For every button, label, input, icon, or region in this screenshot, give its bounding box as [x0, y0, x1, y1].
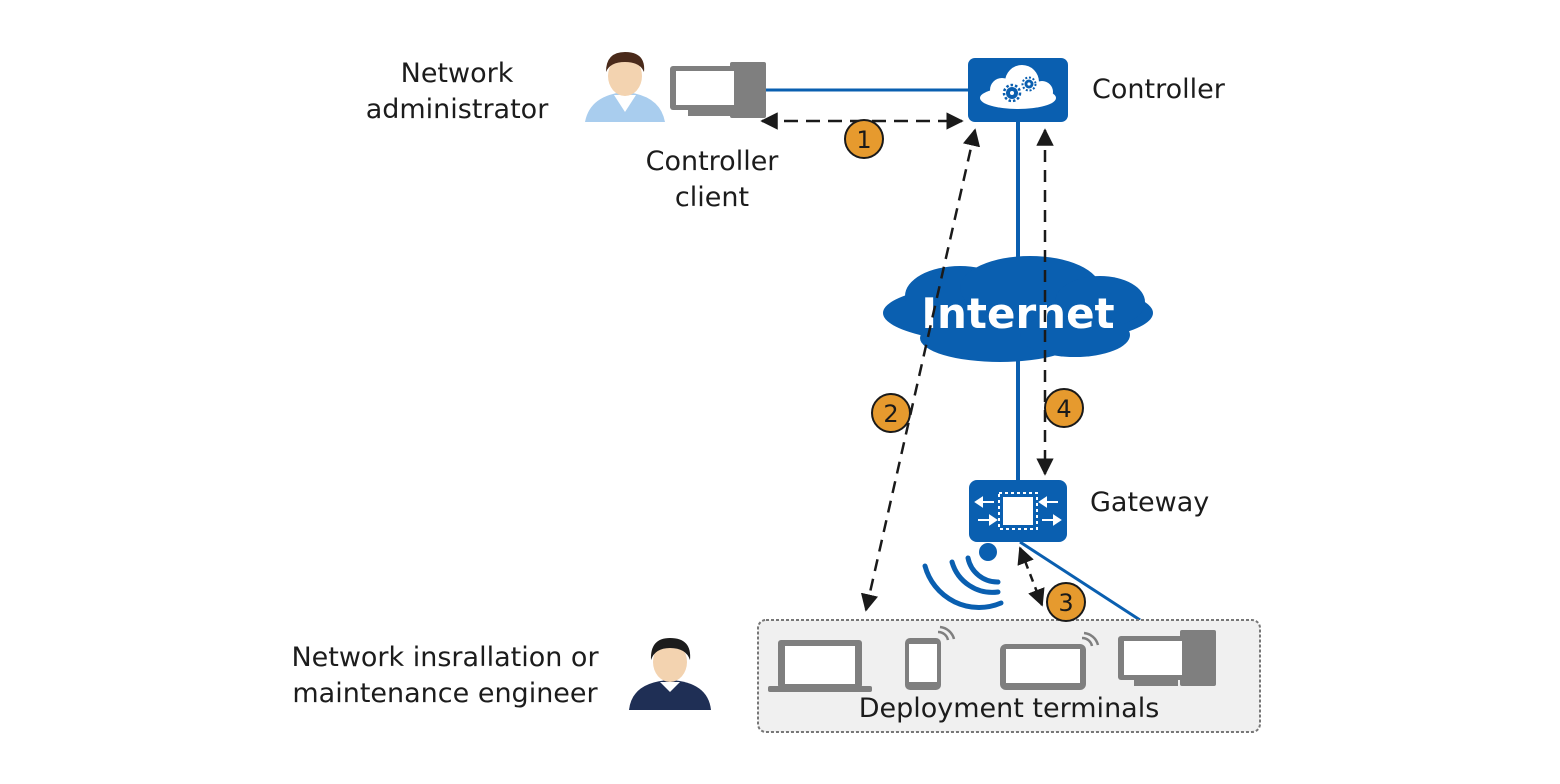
laptop-icon — [768, 640, 872, 692]
engineer-label: Network insrallation or maintenance engi… — [275, 640, 615, 712]
network-admin-label: Network administrator — [352, 56, 562, 128]
tablet-icon — [1000, 631, 1100, 690]
controller-client-label-line2: client — [674, 182, 750, 213]
internet-label: Internet — [921, 289, 1114, 338]
arrow-step-2 — [860, 128, 981, 612]
svg-text:1: 1 — [856, 126, 871, 154]
network-admin-label-line1: Network — [400, 58, 514, 89]
controller-client-computer-icon — [670, 62, 766, 118]
gateway-label: Gateway — [1090, 487, 1210, 518]
arrow-step-3 — [1017, 546, 1045, 607]
step-badge-3: 3 — [1046, 582, 1086, 622]
network-admin-label-line2: administrator — [365, 94, 549, 125]
gateway-icon — [969, 480, 1067, 542]
network-admin-avatar — [585, 52, 665, 122]
svg-text:2: 2 — [883, 400, 898, 428]
svg-text:4: 4 — [1056, 395, 1071, 423]
engineer-label-line1: Network insrallation or — [291, 642, 599, 673]
step-badge-4: 4 — [1044, 388, 1084, 428]
smartphone-icon — [905, 625, 956, 690]
controller-client-label-line1: Controller — [645, 146, 779, 177]
terminal-desktop-icon — [1118, 630, 1216, 686]
controller-icon — [968, 58, 1068, 122]
controller-client-label: Controller client — [622, 144, 802, 216]
step-badge-2: 2 — [871, 393, 911, 433]
engineer-avatar — [629, 638, 711, 710]
step-badge-1: 1 — [844, 119, 884, 159]
deployment-terminals-label: Deployment terminals — [858, 693, 1160, 724]
controller-label: Controller — [1092, 74, 1225, 105]
engineer-label-line2: maintenance engineer — [292, 678, 598, 709]
svg-text:3: 3 — [1058, 589, 1073, 617]
wifi-signal-icon — [922, 543, 1004, 610]
